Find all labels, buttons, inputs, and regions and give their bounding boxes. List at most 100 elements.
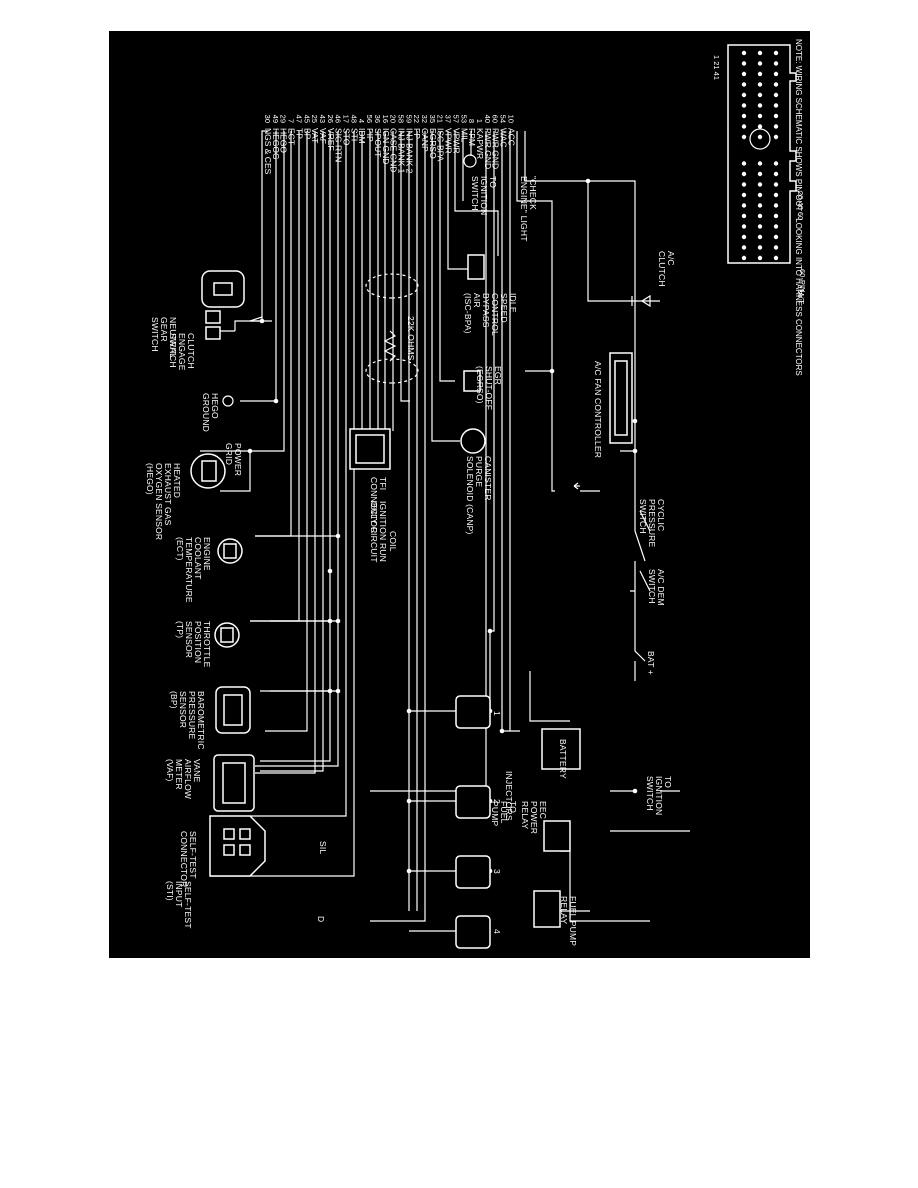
pin-number: 10 xyxy=(506,115,515,123)
connector-label: 60-PIN xyxy=(798,269,807,292)
connector-pin-dot xyxy=(741,245,747,250)
injector-4 xyxy=(455,915,491,949)
label-vaf: METER xyxy=(174,759,184,790)
label-ign-run: IGNITION RUN xyxy=(378,501,388,562)
wire-junction xyxy=(487,628,493,634)
label-check-engine: ENGINE" LIGHT xyxy=(519,176,529,242)
label-ign-run: ONLY CIRCUIT xyxy=(369,501,379,563)
ac-fan-controller-inner xyxy=(614,360,628,436)
tfi-connector-inner xyxy=(355,434,385,464)
wire-junction xyxy=(335,688,341,694)
pin-signal-name: IGN GND xyxy=(381,128,391,164)
wire-junction xyxy=(549,368,555,374)
label-isc: AIR xyxy=(472,293,482,308)
label-isc: BYPASS xyxy=(481,293,491,328)
connector-pin-dot xyxy=(773,134,779,140)
label-clutch: CLUTCH xyxy=(186,333,196,369)
connector-pin-dot xyxy=(757,224,763,229)
connector-bottom-pins: 20 40 60 xyxy=(796,191,805,220)
label-hego: OXYGEN SENSOR xyxy=(154,463,164,540)
connector-pin-dot xyxy=(741,113,747,119)
connector-pin-dot xyxy=(757,61,763,66)
pin-signal-name: SIG RTN xyxy=(334,128,344,162)
label-injectors: INJECTORS xyxy=(504,771,514,821)
label-power-grid: POWER xyxy=(233,443,243,476)
label-batt-plus: BAT + xyxy=(646,651,656,675)
connector-pin-dot xyxy=(773,192,779,198)
pin-number: 20 xyxy=(389,115,398,123)
label-tfi: TFI xyxy=(378,477,388,490)
connector-pin-dot xyxy=(741,71,747,77)
resistor-22k xyxy=(383,330,397,362)
label-cyclic: CYCLIC xyxy=(656,499,666,531)
label-ect: COOLANT xyxy=(193,537,203,580)
connector-pin-dot xyxy=(773,161,779,166)
label-tp: THROTTLE xyxy=(202,621,212,668)
pin-signal-name: MIL xyxy=(459,128,469,142)
self-test-pin-a xyxy=(239,828,251,840)
pin-number: 17 xyxy=(342,115,351,123)
label-hego: HEATED xyxy=(172,463,182,498)
wire-junction xyxy=(632,788,638,794)
connector-pin-dot xyxy=(757,113,763,119)
connector-pin-dot xyxy=(773,203,779,208)
wire-junction xyxy=(273,398,279,404)
pin-number: 32 xyxy=(420,115,429,123)
injector-number: 4 xyxy=(492,929,502,934)
connector-pin-dot xyxy=(773,224,779,229)
label-to-fuel-pump: FUEL xyxy=(499,801,509,824)
connector-pin-dot xyxy=(741,171,747,177)
canp-solenoid xyxy=(460,428,486,454)
fuel-pump-relay xyxy=(533,890,561,928)
label-power-grid: GRID xyxy=(224,443,234,465)
eec-power-relay xyxy=(543,820,571,852)
tp-sensor-plug xyxy=(220,627,234,643)
wire-junction xyxy=(247,448,253,454)
connector-pin-dot xyxy=(757,134,763,140)
connector-pin-dot xyxy=(757,50,763,56)
label-bp: SENSOR xyxy=(178,691,188,728)
pin-number: 54 xyxy=(499,115,508,123)
wire-junction xyxy=(406,868,412,874)
pin-number: 25 xyxy=(310,115,319,123)
connector-pin-dot xyxy=(741,50,747,56)
ac-clutch-diode xyxy=(640,294,651,308)
label-bp: (BP) xyxy=(169,691,179,709)
wire-junction xyxy=(632,418,638,424)
pin-signal-name: WAC xyxy=(499,128,509,148)
connector-pin-dot xyxy=(741,161,747,166)
label-vaf: (VAF) xyxy=(165,759,175,782)
label-to-fuel-pump: TO xyxy=(508,801,518,813)
label-isc: (ISC-BPA) xyxy=(463,293,473,334)
egrso-valve xyxy=(463,370,481,392)
label-canister: SOLENOID (CANP) xyxy=(465,456,475,535)
label-sti-input: INPUT xyxy=(174,881,184,908)
connector-pin-dot xyxy=(773,92,779,98)
hego-ground-eyelet xyxy=(222,395,234,407)
hego-sensor-plug xyxy=(201,460,217,482)
connector-pin-dot xyxy=(773,213,779,219)
pin-number: 49 xyxy=(271,115,280,123)
label-to-ign-top: IGNITION xyxy=(479,176,489,215)
note-text: NOTE: WIRING SCHEMATIC SHOWS PIN OUT - L… xyxy=(794,39,803,376)
pin-number: 57 xyxy=(451,115,460,123)
pin-number: 45 xyxy=(302,115,311,123)
label-d-mark: D xyxy=(316,916,326,922)
label-isc: SPEED xyxy=(499,293,509,323)
pin-number: 21 xyxy=(436,115,445,123)
label-bp: PRESSURE xyxy=(187,691,197,739)
label-tp: (TP) xyxy=(175,621,185,638)
label-ac-dem: SWITCH xyxy=(647,569,657,604)
wire-junction xyxy=(327,618,333,624)
connector-pin-dot xyxy=(773,113,779,119)
label-tp: SENSOR xyxy=(184,621,194,658)
connector-pin-dot xyxy=(757,234,763,240)
pin-number: 43 xyxy=(318,115,327,123)
wire-junction xyxy=(406,708,412,714)
pin-number: 40 xyxy=(483,115,492,123)
pin-signal-name: ACC xyxy=(506,128,516,146)
label-ect: TEMPERATURE xyxy=(184,537,194,603)
label-check-engine: "CHECK xyxy=(528,176,538,210)
connector-pin-dot xyxy=(773,71,779,77)
connector-pin-dot xyxy=(741,234,747,240)
